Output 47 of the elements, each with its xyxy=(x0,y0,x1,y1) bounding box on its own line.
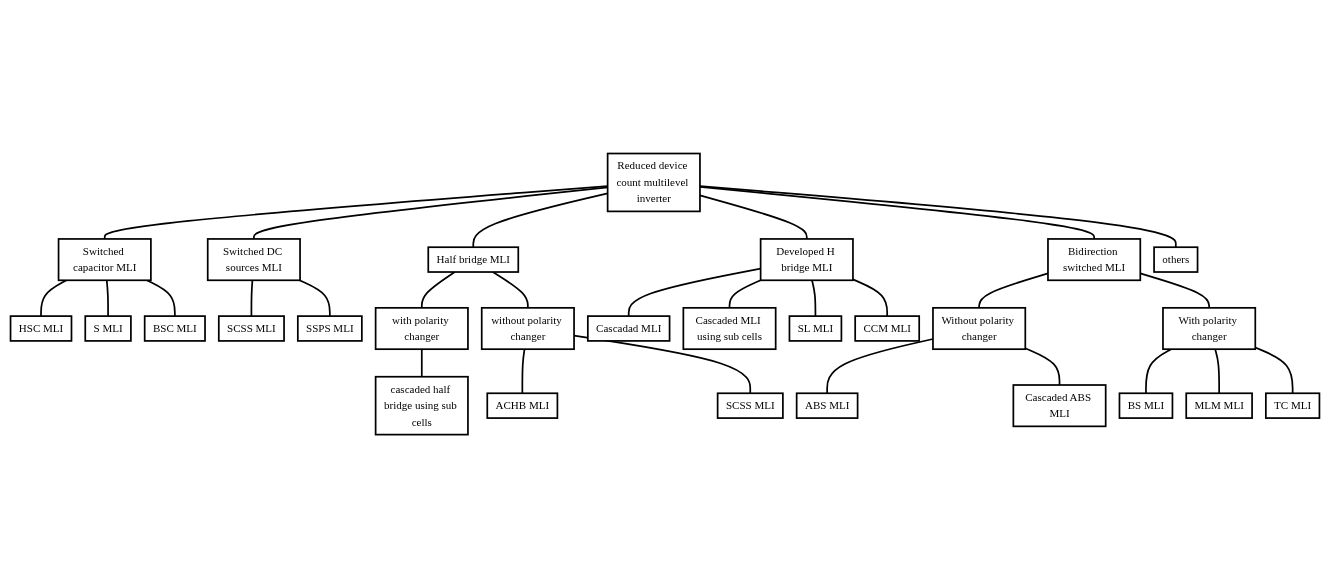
connector xyxy=(521,348,526,395)
connector xyxy=(1145,348,1173,395)
node-box: Developed H bridge MLI xyxy=(759,238,854,282)
node-box: ABS MLI xyxy=(795,392,859,419)
node-box: SCSS MLI xyxy=(716,392,784,419)
node-box: S MLI xyxy=(84,315,132,342)
connector xyxy=(627,267,762,317)
connector xyxy=(852,278,889,317)
connector xyxy=(699,185,1177,248)
node-box: Reduced device count multilevel inverter xyxy=(606,152,701,213)
connector xyxy=(298,279,331,317)
node-box: Cascadad MLI xyxy=(586,315,671,342)
node-box: Without polarity changer xyxy=(932,306,1027,350)
node-box: SL MLI xyxy=(788,315,843,342)
node-box: Switched DC sources MLI xyxy=(206,238,301,282)
connector xyxy=(40,279,68,317)
node-box: CCM MLI xyxy=(854,315,921,342)
node-box: With polarity changer xyxy=(1162,306,1257,350)
node-box: Cascaded MLI using sub cells xyxy=(682,306,777,350)
connector xyxy=(420,348,423,378)
node-box: BS MLI xyxy=(1118,392,1174,419)
node-box: ACHB MLI xyxy=(486,392,559,419)
node-box: Half bridge MLI xyxy=(427,246,520,273)
node-box: Switched capacitor MLI xyxy=(57,238,152,282)
connector xyxy=(811,279,817,317)
node-box: cascaded half bridge using sub cells xyxy=(374,375,469,436)
node-box: others xyxy=(1153,246,1199,273)
connector xyxy=(728,279,762,309)
connector xyxy=(105,279,109,317)
connector xyxy=(420,271,456,309)
node-box: SCSS MLI xyxy=(217,315,285,342)
node-box: Bidirection switched MLI xyxy=(1047,238,1142,282)
connector xyxy=(1024,347,1061,386)
node-box: HSC MLI xyxy=(9,315,73,342)
node-box: without polarity changer xyxy=(480,306,575,350)
connector xyxy=(250,279,254,317)
node-box: MLM MLI xyxy=(1185,392,1253,419)
node-box: Cascaded ABS MLI xyxy=(1012,384,1107,428)
node-box: with polarity changer xyxy=(374,306,469,350)
node-box: BSC MLI xyxy=(143,315,206,342)
connector xyxy=(145,279,176,317)
connector xyxy=(1214,348,1220,395)
node-box: SSPS MLI xyxy=(296,315,363,342)
connector xyxy=(699,194,808,240)
connector xyxy=(699,186,1095,240)
node-box: TC MLI xyxy=(1265,392,1321,419)
connector xyxy=(492,271,529,309)
